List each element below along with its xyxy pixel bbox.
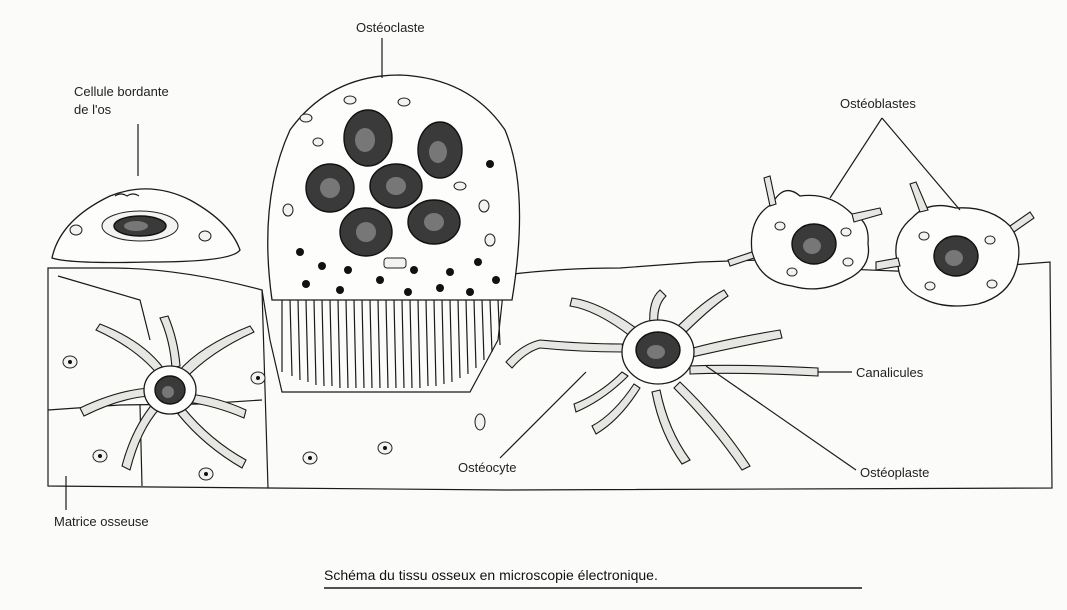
osteoblast-2 (876, 182, 1034, 306)
ruffled-border (282, 300, 500, 388)
osteocyte-right (506, 290, 818, 470)
label-osteoplaste: Ostéoplaste (860, 465, 929, 480)
label-matrice-osseuse: Matrice osseuse (54, 514, 149, 529)
label-osteoclaste: Ostéoclaste (356, 20, 425, 35)
osteoblast-1 (728, 176, 882, 289)
label-cellule-bordante-line1: Cellule bordante (74, 84, 169, 99)
label-osteoblastes: Ostéoblastes (840, 96, 916, 111)
label-osteocyte: Ostéocyte (458, 460, 517, 475)
label-canalicules: Canalicules (856, 365, 924, 380)
label-cellule-bordante-line2: de l'os (74, 102, 112, 117)
osteocyte-left (80, 316, 254, 470)
osteoclast (268, 75, 520, 388)
diagram-caption: Schéma du tissu osseux en microscopie él… (324, 567, 658, 583)
lining-cell (52, 189, 240, 263)
